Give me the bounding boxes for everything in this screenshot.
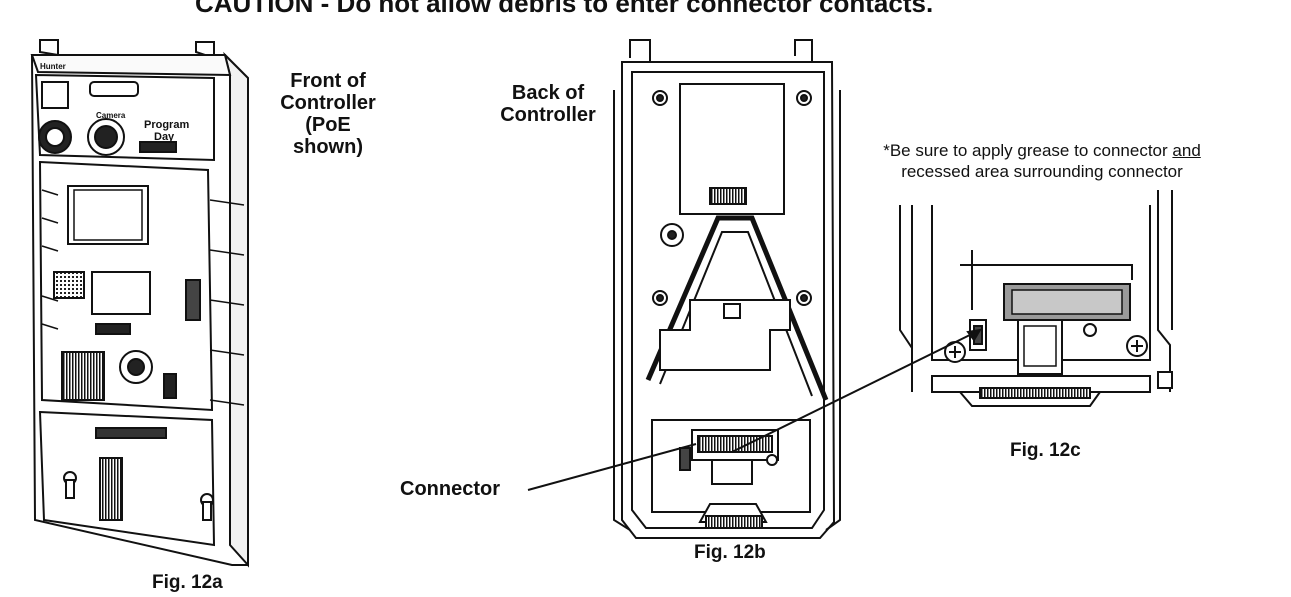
detail-leader-arrowhead <box>966 328 982 342</box>
detail-leader-line <box>731 329 981 453</box>
controller-front-illustration <box>30 39 249 568</box>
front-label-line-2: Controller <box>280 92 376 114</box>
fig-12b-caption: Fig. 12b <box>694 542 766 563</box>
grease-note-line-1-text: *Be sure to apply grease to connector <box>883 141 1173 160</box>
program-button-text: Program <box>144 119 189 131</box>
day-button-text: Day <box>154 131 175 143</box>
connector-callout-label: Connector <box>400 478 500 500</box>
controller-back-illustration <box>613 39 841 539</box>
connector-detail-illustration <box>899 190 1173 407</box>
front-of-controller-label: Front of Controller (PoE shown) <box>268 70 388 158</box>
back-of-controller-label: Back of Controller <box>496 82 600 126</box>
front-label-line-3: (PoE shown) <box>293 114 363 158</box>
camera-button-text: Camera <box>96 111 126 120</box>
grease-note-emphasis: and <box>1172 141 1201 160</box>
back-label-line-2: Controller <box>500 104 596 126</box>
fig-12a-caption: Fig. 12a <box>152 572 223 593</box>
grease-note-line-1: *Be sure to apply grease to connector an… <box>842 140 1242 161</box>
grease-instruction-note: *Be sure to apply grease to connector an… <box>842 140 1242 182</box>
grease-note-line-2: recessed area surrounding connector <box>901 162 1183 181</box>
caution-heading: CAUTION - Do not allow debris to enter c… <box>195 0 934 18</box>
brand-text: Hunter <box>40 62 66 71</box>
leader-lines <box>527 328 982 491</box>
controller-front-device-text: Hunter Camera Program Day <box>40 62 189 143</box>
connector-leader-line <box>527 443 697 491</box>
front-label-line-1: Front of <box>290 70 366 92</box>
back-label-line-1: Back of <box>511 82 585 104</box>
fig-12c-caption: Fig. 12c <box>1010 440 1081 461</box>
